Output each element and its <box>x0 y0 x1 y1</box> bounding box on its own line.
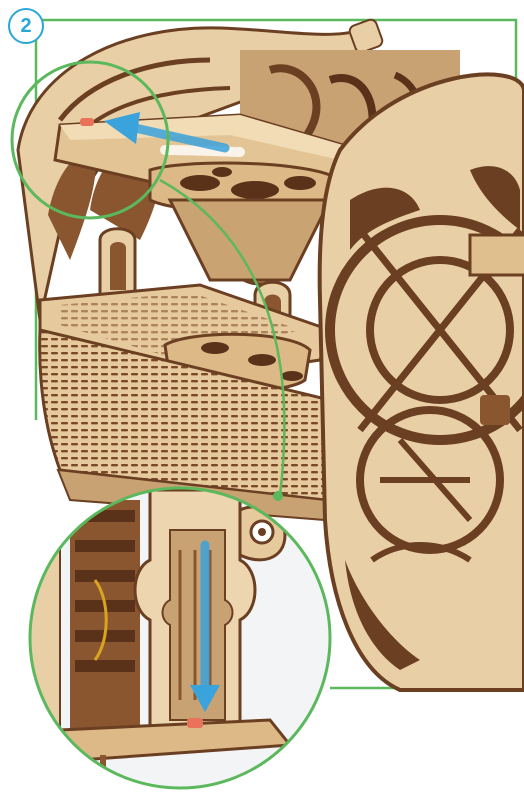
detail-view <box>30 480 340 799</box>
front-wheel-panel <box>320 74 524 690</box>
step-number-badge: 2 <box>8 8 44 44</box>
